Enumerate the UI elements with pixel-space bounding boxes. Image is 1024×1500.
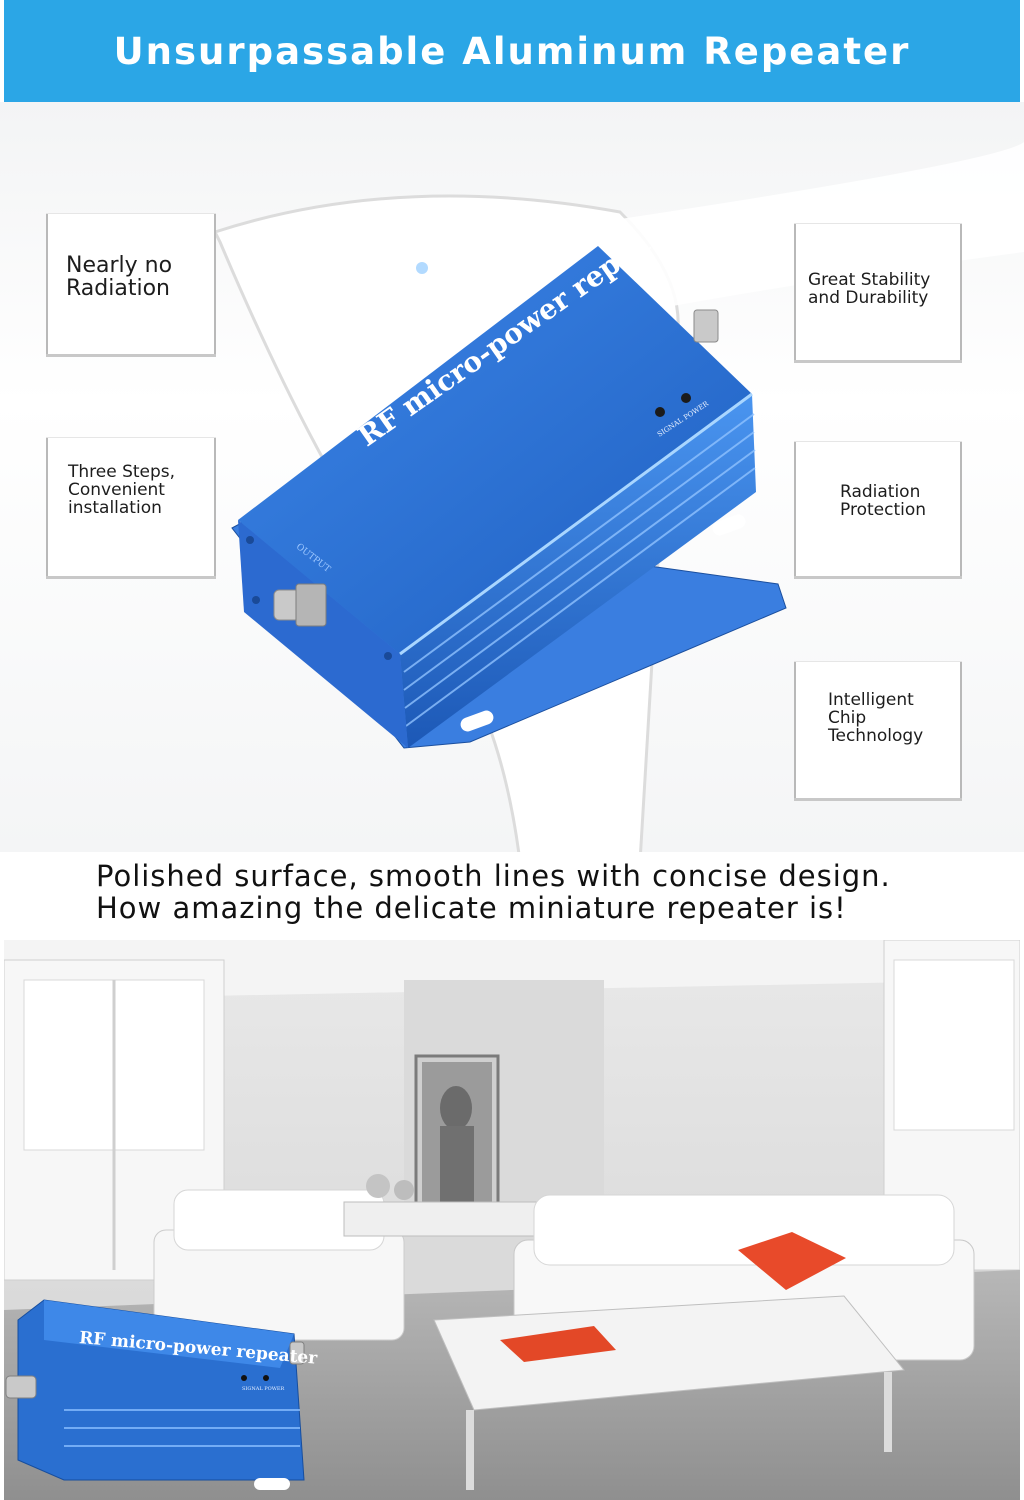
living-room-scene: RF micro-power repeater SIGNAL POWER [4, 940, 1020, 1500]
feature-card-stability: Great Stability and Durability [794, 224, 962, 360]
feature-text-radiation: Nearly no Radiation [66, 253, 173, 302]
feature-card-chip: Intelligent Chip Technology [794, 662, 962, 798]
small-indicator-label: SIGNAL POWER [242, 1386, 285, 1392]
product-hero: RF micro-power repeater SIGNAL POWER OUT… [0, 102, 1024, 852]
feature-card-radiation: Nearly no Radiation [46, 214, 216, 354]
feature-card-installation: Three Steps, Convenient installation [46, 438, 216, 576]
feature-text-chip: Intelligent Chip Technology [828, 690, 924, 746]
living-room-image [4, 940, 1020, 1500]
repeater-device-image [231, 246, 787, 749]
banner-header: Unsurpassable Aluminum Repeater [4, 0, 1020, 102]
caption-line-1: Polished surface, smooth lines with conc… [96, 859, 891, 893]
caption-line-2: How amazing the delicate miniature repea… [96, 891, 847, 925]
feature-card-protection: Radiation Protection [794, 442, 962, 576]
product-caption: Polished surface, smooth lines with conc… [96, 860, 976, 924]
feature-text-installation: Three Steps, Convenient installation [68, 462, 176, 518]
feature-text-protection: Radiation Protection [840, 482, 927, 520]
feature-text-stability: Great Stability and Durability [808, 270, 931, 308]
banner-title: Unsurpassable Aluminum Repeater [113, 29, 911, 73]
